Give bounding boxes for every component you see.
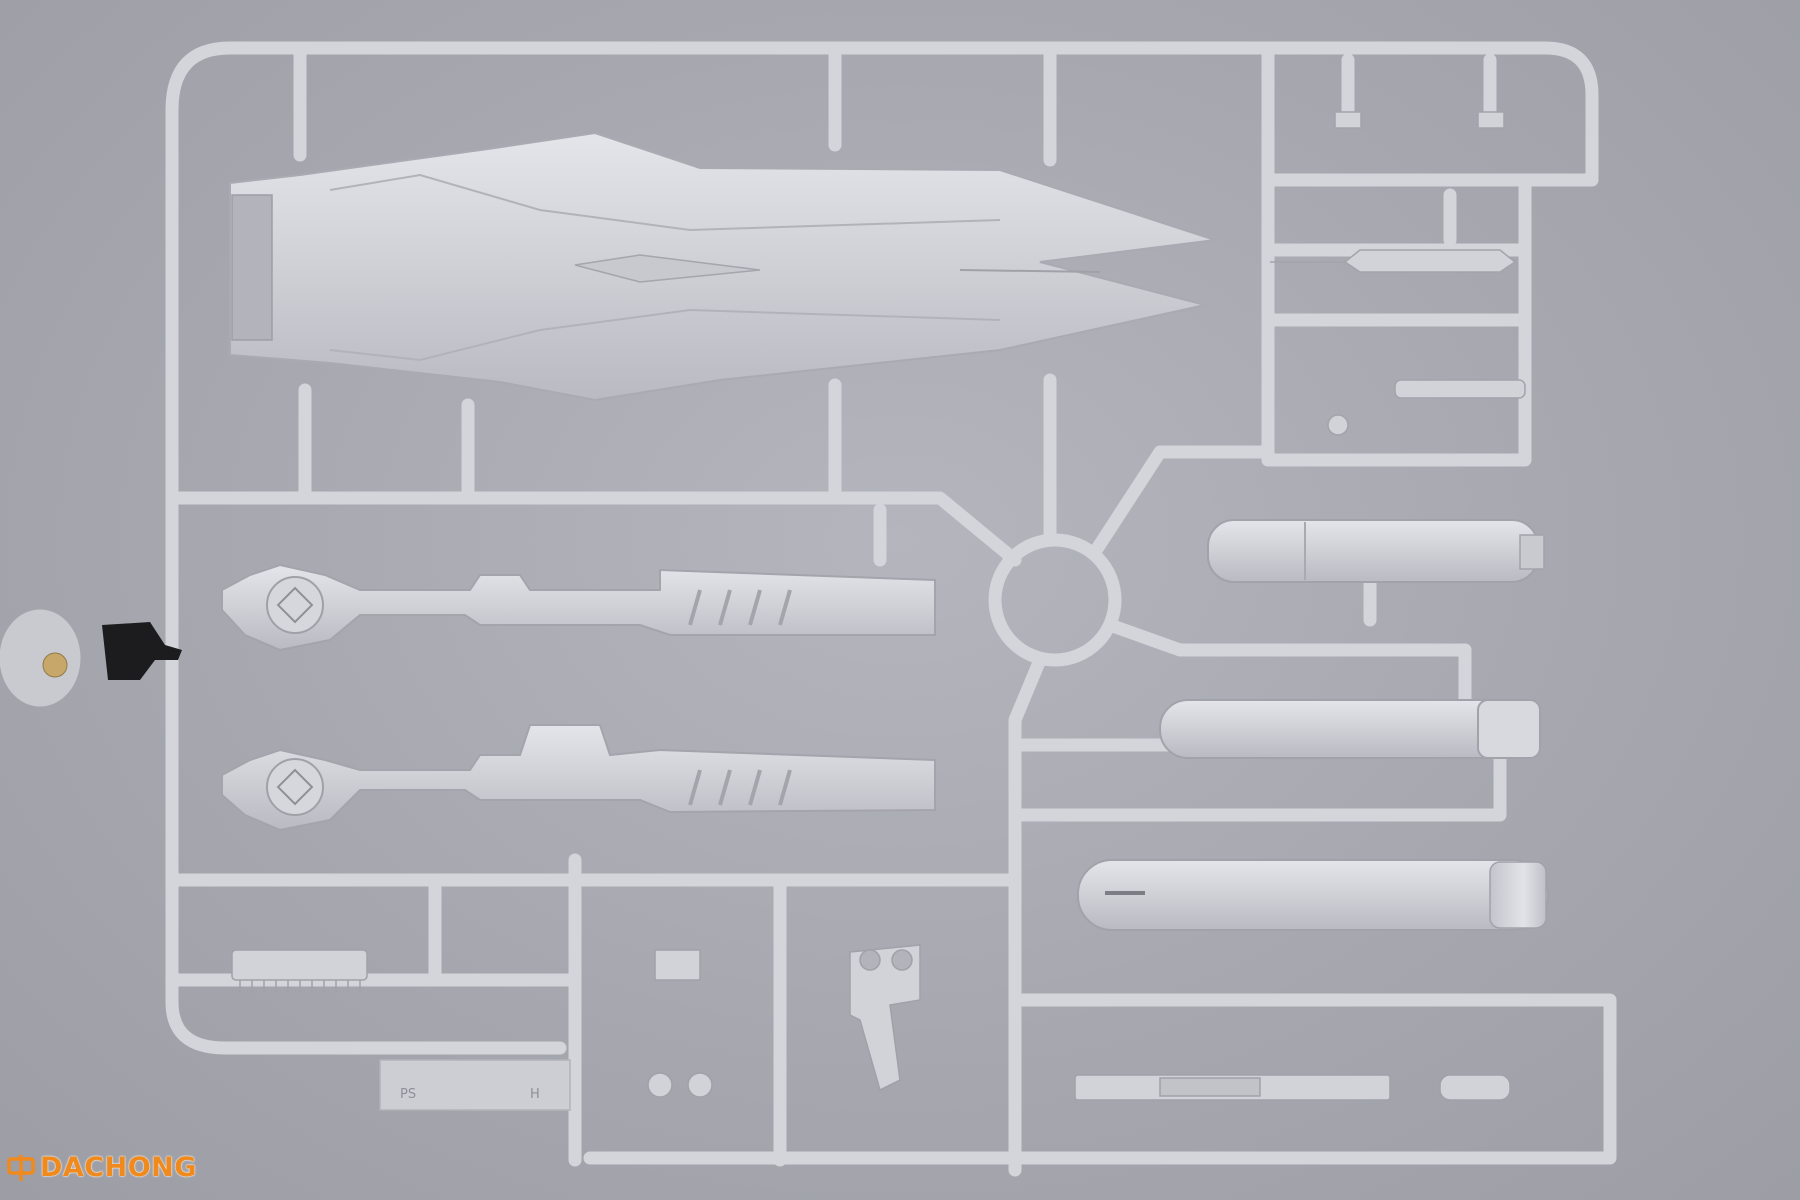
gates-mid bbox=[873, 503, 1377, 627]
large-wing-part bbox=[229, 131, 1216, 402]
main-runner bbox=[165, 491, 1022, 567]
gates-top bbox=[293, 48, 1057, 167]
top-runner bbox=[223, 41, 1599, 187]
engraved-label-h: H bbox=[530, 1087, 540, 1102]
rifle-part-lower bbox=[221, 724, 936, 832]
watermark: DACHONG bbox=[6, 1152, 197, 1183]
cylinder-part-3 bbox=[1077, 859, 1549, 931]
clamp-icon bbox=[0, 609, 182, 707]
engraved-label-ps: PS bbox=[400, 1087, 416, 1102]
cylinder-part-1 bbox=[1207, 519, 1545, 583]
dachong-logo-icon bbox=[7, 1154, 35, 1181]
small-parts-lower bbox=[231, 944, 1511, 1101]
rifle-part-upper bbox=[221, 563, 936, 652]
engraved-tags: PS H bbox=[379, 1059, 571, 1111]
watermark-brand-text: DACHONG bbox=[40, 1152, 197, 1183]
hub-arm-upper bbox=[1088, 445, 1275, 559]
bottom-runner bbox=[583, 993, 1617, 1165]
hub-arm-right bbox=[1103, 618, 1472, 657]
left-runner bbox=[165, 41, 567, 1055]
hub-arm-down bbox=[1008, 653, 1047, 1177]
gates-upper bbox=[298, 378, 842, 505]
cylinder-part-2 bbox=[1159, 699, 1541, 759]
small-parts-upper-right bbox=[1270, 111, 1526, 436]
gates-right bbox=[1341, 53, 1497, 247]
